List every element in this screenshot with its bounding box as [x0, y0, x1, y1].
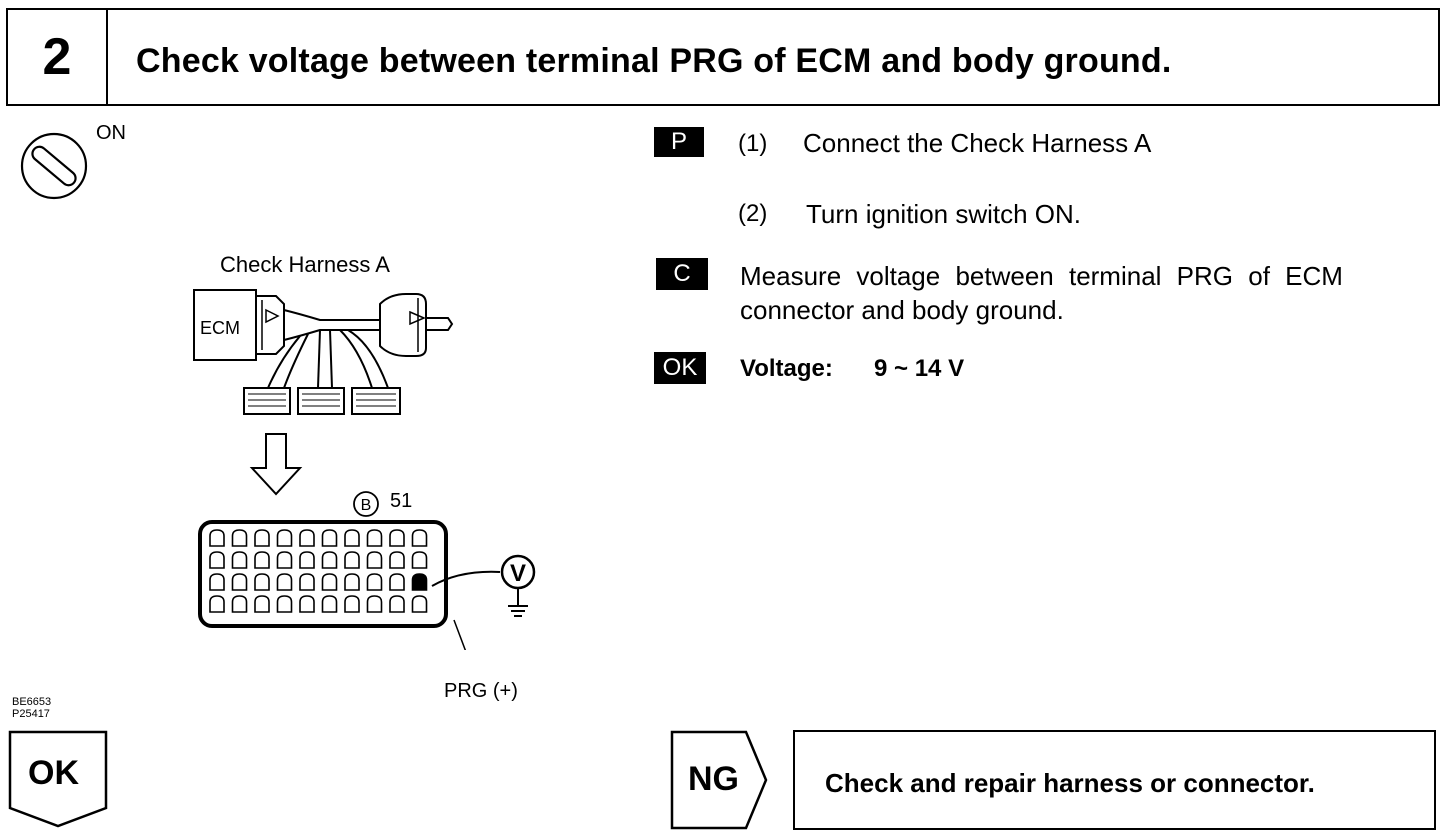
step-num: (2) [738, 200, 768, 227]
connector-pin [209, 595, 225, 613]
connector-pins [209, 529, 428, 613]
connector-pin [389, 551, 405, 569]
connector-pin [366, 595, 383, 613]
connector-pin [321, 573, 338, 591]
connector-pin [344, 573, 360, 591]
connector-pin [231, 595, 248, 613]
ignition-switch-icon [20, 132, 88, 200]
ok-spec-badge: OK [654, 352, 706, 384]
connector-pin [321, 529, 338, 547]
connector-pin [209, 551, 225, 569]
step-number: 2 [8, 10, 108, 104]
connector-pin [299, 595, 315, 613]
prg-terminal-label: PRG (+) [444, 680, 518, 702]
step-header: 2 Check voltage between terminal PRG of … [6, 8, 1440, 106]
connector-pin [411, 595, 428, 613]
connector-pin [366, 573, 383, 591]
connector-pin [389, 595, 405, 613]
ref-code: P25417 [12, 708, 50, 720]
connector-pin [344, 595, 360, 613]
circled-b-icon: B [353, 491, 379, 517]
ok-result-shape [8, 730, 108, 828]
connector-pin [209, 573, 225, 591]
harness-diagram [193, 289, 536, 650]
connector-pin [389, 573, 405, 591]
check-line-1: Measure voltage between terminal PRG of … [740, 261, 1343, 291]
connector-pin [411, 551, 428, 569]
connector-pin [321, 551, 338, 569]
connector-pin [209, 529, 225, 547]
connector-pin [276, 529, 293, 547]
connector-pin [254, 551, 270, 569]
connector-pin [366, 551, 383, 569]
voltage-value: 9 ~ 14 V [874, 355, 965, 382]
ng-result-label: NG [688, 760, 739, 798]
connector-pin [299, 573, 315, 591]
connector-pin [276, 551, 293, 569]
voltage-label: Voltage: [740, 355, 833, 382]
step-num: (1) [738, 130, 768, 157]
harness-label: Check Harness A [220, 252, 390, 277]
connector-pin [411, 529, 428, 547]
ecm-label: ECM [200, 318, 240, 338]
check-badge: C [656, 258, 708, 290]
prg-terminal-pin [411, 573, 428, 591]
ignition-on-label: ON [96, 122, 126, 144]
connector-pin [299, 529, 315, 547]
prep-badge: P [654, 127, 704, 157]
connector-pin [389, 529, 405, 547]
ng-result-shape [670, 730, 768, 830]
connector-pin [344, 529, 360, 547]
ok-result-label: OK [28, 754, 79, 792]
connector-pin [299, 551, 315, 569]
connector-pin [276, 573, 293, 591]
connector-pin [321, 595, 338, 613]
connector-pin [366, 529, 383, 547]
connector-pin [276, 595, 293, 613]
connector-pin [231, 573, 248, 591]
step-title: Check voltage between terminal PRG of EC… [136, 42, 1172, 80]
step-text: Turn ignition switch ON. [806, 199, 1082, 229]
connector-pin [254, 595, 270, 613]
check-line-2: connector and body ground. [740, 295, 1064, 325]
connector-pin [254, 529, 270, 547]
ng-action-box: Check and repair harness or connector. [793, 730, 1436, 830]
svg-text:B: B [361, 497, 372, 514]
connector-pin [231, 529, 248, 547]
ng-action-text: Check and repair harness or connector. [825, 768, 1315, 798]
voltmeter-symbol: V [510, 560, 527, 587]
ref-code: BE6653 [12, 696, 52, 708]
step-text: Connect the Check Harness A [803, 128, 1152, 158]
connector-pin [231, 551, 248, 569]
connector-pin [254, 573, 270, 591]
connector-pin [344, 551, 360, 569]
connector-number: 51 [390, 490, 413, 512]
